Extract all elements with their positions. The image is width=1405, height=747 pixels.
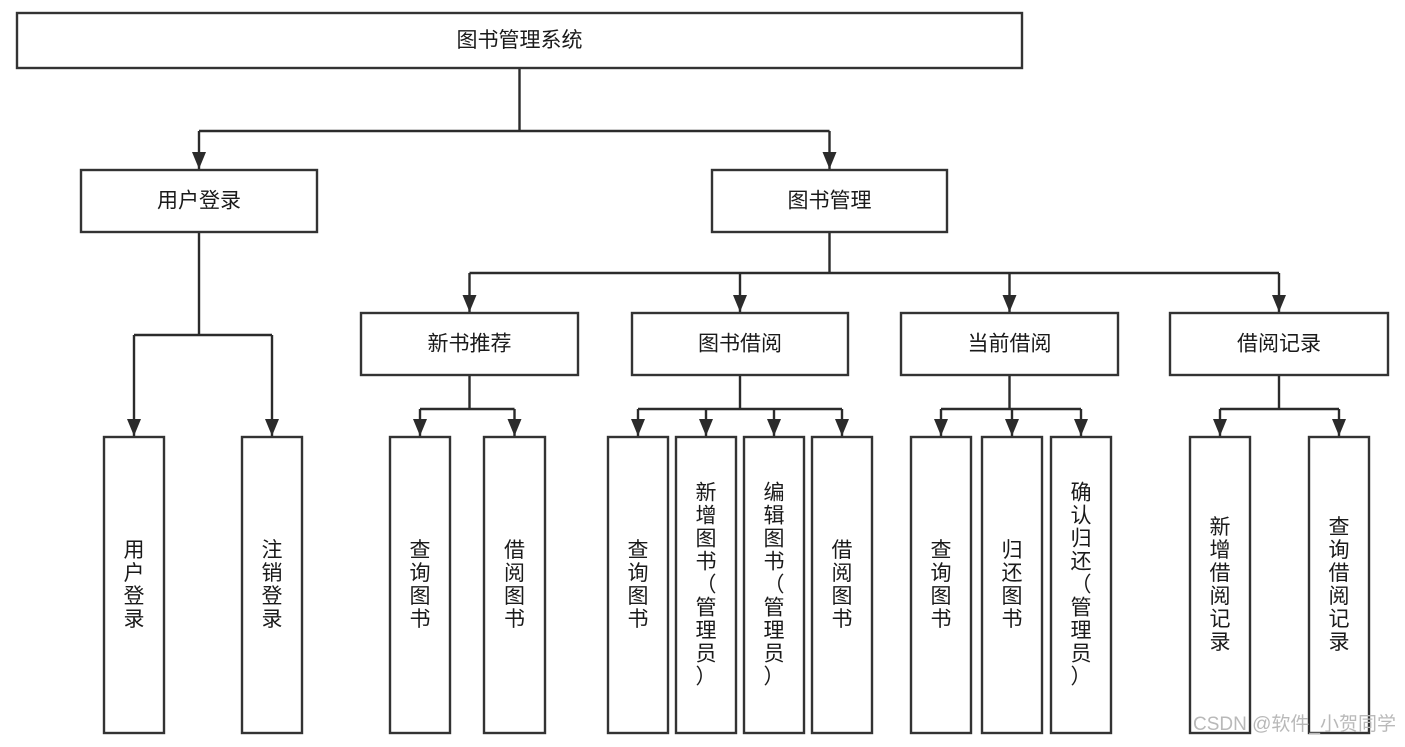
node-leaf-7-label: 借阅图书 <box>832 539 853 631</box>
node-leaf-4-label: 查询图书 <box>628 539 649 631</box>
node-leaf-6-label: 编辑图书（管理员） <box>764 482 785 689</box>
node-leaf-12-box[interactable] <box>1307 435 1371 735</box>
node-leaf-11[interactable]: 新增借阅记录 <box>1188 435 1252 735</box>
node-l1-1[interactable]: 图书管理 <box>710 168 949 234</box>
node-l2-2-label: 当前借阅 <box>968 333 1052 356</box>
node-leaf-7[interactable]: 借阅图书 <box>810 435 874 735</box>
node-leaf-4-box[interactable] <box>606 435 670 735</box>
node-leaf-3[interactable]: 借阅图书 <box>482 435 547 735</box>
node-l2-0-label: 新书推荐 <box>428 333 512 356</box>
node-leaf-8-box[interactable] <box>909 435 973 735</box>
node-leaf-11-label: 新增借阅记录 <box>1210 516 1231 654</box>
node-l1-0-label: 用户登录 <box>157 190 241 213</box>
node-leaf-1-label: 注销登录 <box>262 539 283 631</box>
arrow-head-icon <box>413 419 427 436</box>
arrow-head-icon <box>835 419 849 436</box>
node-leaf-2[interactable]: 查询图书 <box>388 435 452 735</box>
arrow-head-icon <box>127 419 141 436</box>
node-l1-1-label: 图书管理 <box>788 190 872 213</box>
arrow-head-icon <box>699 419 713 436</box>
node-l2-1[interactable]: 图书借阅 <box>630 311 850 377</box>
node-leaf-7-box[interactable] <box>810 435 874 735</box>
arrow-head-icon <box>767 419 781 436</box>
node-leaf-6[interactable]: 编辑图书（管理员） <box>742 435 806 735</box>
node-leaf-8[interactable]: 查询图书 <box>909 435 973 735</box>
arrow-head-icon <box>1213 419 1227 436</box>
arrow-head-icon <box>934 419 948 436</box>
node-leaf-0-label: 用户登录 <box>124 539 145 631</box>
arrow-head-icon <box>631 419 645 436</box>
node-layer: 图书管理系统用户登录图书管理新书推荐图书借阅当前借阅借阅记录用户登录注销登录查询… <box>15 11 1390 735</box>
arrow-head-icon <box>1074 419 1088 436</box>
node-leaf-5-box[interactable] <box>674 435 738 735</box>
node-l2-1-box[interactable] <box>630 311 850 377</box>
node-leaf-12[interactable]: 查询借阅记录 <box>1307 435 1371 735</box>
node-l2-0[interactable]: 新书推荐 <box>359 311 580 377</box>
arrow-head-icon <box>733 295 747 312</box>
node-leaf-6-box[interactable] <box>742 435 806 735</box>
node-l2-0-box[interactable] <box>359 311 580 377</box>
node-l2-2[interactable]: 当前借阅 <box>899 311 1120 377</box>
node-leaf-3-label: 借阅图书 <box>504 539 525 631</box>
node-leaf-0-box[interactable] <box>102 435 166 735</box>
arrow-head-icon <box>507 419 522 436</box>
node-leaf-12-label: 查询借阅记录 <box>1329 516 1350 654</box>
node-leaf-2-label: 查询图书 <box>410 539 431 631</box>
csdn-watermark: CSDN @软件_小贺同学 <box>1193 713 1396 735</box>
node-leaf-10[interactable]: 确认归还（管理员） <box>1049 435 1113 735</box>
node-root-system-box[interactable] <box>15 11 1024 70</box>
node-leaf-4[interactable]: 查询图书 <box>606 435 670 735</box>
node-l2-3[interactable]: 借阅记录 <box>1168 311 1390 377</box>
node-root-system-label: 图书管理系统 <box>457 29 583 52</box>
node-leaf-3-box[interactable] <box>482 435 547 735</box>
node-l2-3-label: 借阅记录 <box>1237 333 1321 356</box>
node-l1-0[interactable]: 用户登录 <box>79 168 319 234</box>
node-l1-0-box[interactable] <box>79 168 319 234</box>
node-root-system[interactable]: 图书管理系统 <box>15 11 1024 70</box>
node-leaf-5-label: 新增图书（管理员） <box>696 482 717 689</box>
node-leaf-0[interactable]: 用户登录 <box>102 435 166 735</box>
arrow-head-icon <box>265 419 279 436</box>
node-l2-3-box[interactable] <box>1168 311 1390 377</box>
node-l2-2-box[interactable] <box>899 311 1120 377</box>
node-leaf-2-box[interactable] <box>388 435 452 735</box>
node-leaf-1-box[interactable] <box>240 435 304 735</box>
node-leaf-1[interactable]: 注销登录 <box>240 435 304 735</box>
node-l2-1-label: 图书借阅 <box>698 333 782 356</box>
node-leaf-9-box[interactable] <box>980 435 1044 735</box>
arrow-head-icon <box>822 152 837 169</box>
arrow-head-icon <box>192 152 206 169</box>
node-leaf-9-label: 归还图书 <box>1002 539 1023 631</box>
arrow-head-icon <box>1272 295 1286 312</box>
node-l1-1-box[interactable] <box>710 168 949 234</box>
node-leaf-8-label: 查询图书 <box>931 539 952 631</box>
node-leaf-9[interactable]: 归还图书 <box>980 435 1044 735</box>
arrow-head-icon <box>1002 295 1017 312</box>
arrow-head-icon <box>462 295 477 312</box>
arrow-head-icon <box>1005 419 1019 436</box>
node-leaf-10-box[interactable] <box>1049 435 1113 735</box>
node-leaf-10-label: 确认归还（管理员） <box>1071 482 1092 689</box>
connector-layer <box>127 68 1346 436</box>
arrow-head-icon <box>1332 419 1346 436</box>
node-leaf-11-box[interactable] <box>1188 435 1252 735</box>
node-leaf-5[interactable]: 新增图书（管理员） <box>674 435 738 735</box>
